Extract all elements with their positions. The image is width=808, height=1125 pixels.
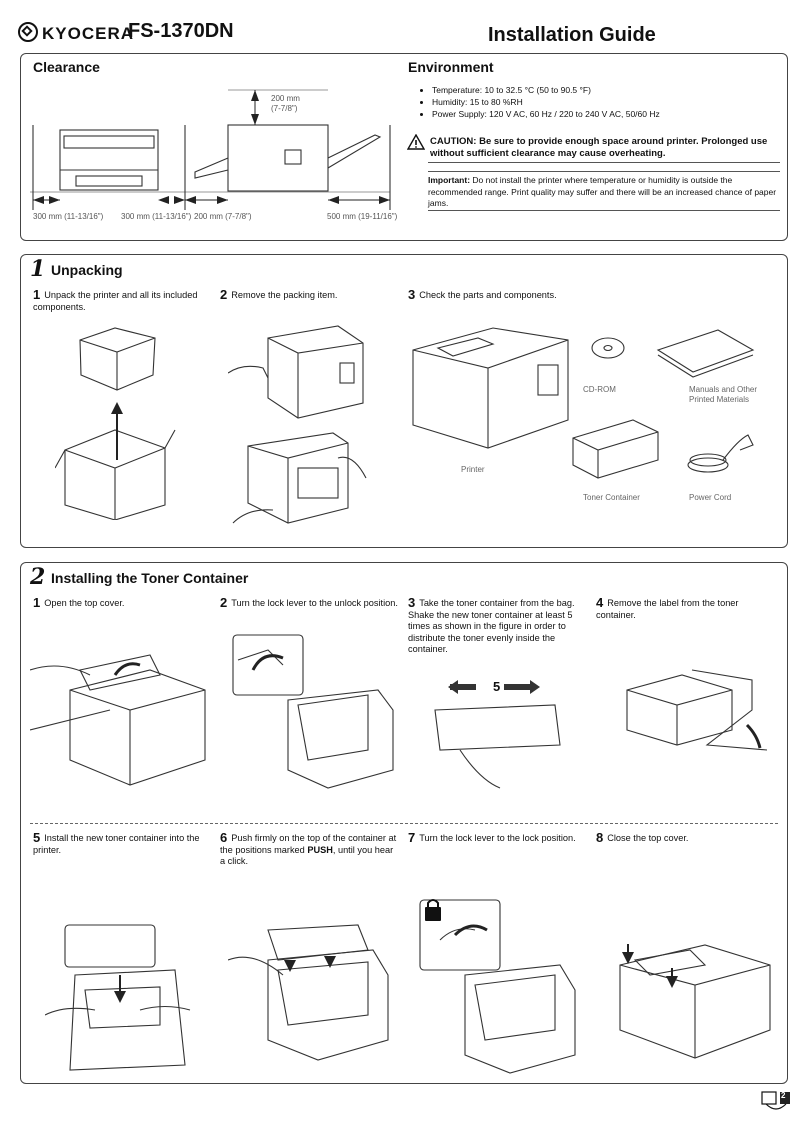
warning-icon	[407, 134, 425, 150]
important-text: Do not install the printer where tempera…	[428, 175, 777, 208]
environment-list: Temperature: 10 to 32.5 °C (50 to 90.5 °…	[422, 84, 792, 120]
important-note: Important: Do not install the printer wh…	[428, 175, 780, 210]
toner-install-title: Installing the Toner Container	[51, 570, 249, 586]
part-label-cd-rom: CD-ROM	[583, 385, 616, 394]
kyocera-logo: KYOCERA	[18, 22, 134, 44]
important-label: Important:	[428, 175, 471, 185]
env-temperature: Temperature: 10 to 32.5 °C (50 to 90.5 °…	[432, 84, 792, 96]
brand-name: KYOCERA	[42, 24, 135, 43]
lock-lever-illustration	[419, 899, 576, 1074]
parts-illustration	[412, 327, 755, 479]
page-badge: 2	[781, 1091, 786, 1100]
divider	[428, 162, 780, 163]
left-clearance-dim: 300 mm (11-13/16")	[33, 212, 104, 221]
front-clearance-dim: 500 mm (19-11/16")	[327, 212, 398, 221]
part-label-toner: Toner Container	[583, 493, 640, 502]
env-humidity: Humidity: 15 to 80 %RH	[432, 96, 792, 108]
unlock-lever-illustration	[232, 634, 394, 789]
toner-install-panel	[20, 562, 788, 1084]
divider	[428, 210, 780, 211]
part-label-printer: Printer	[461, 465, 485, 474]
divider	[30, 823, 778, 824]
unpacking-panel	[20, 254, 788, 548]
open-cover-illustration	[30, 654, 206, 786]
install-toner-illustration	[45, 924, 191, 1071]
packing-removal-illustration	[228, 325, 367, 524]
section-number: 2	[30, 564, 46, 590]
kyocera-mark-icon	[18, 22, 38, 42]
clearance-title: Clearance	[33, 59, 100, 75]
close-cover-illustration	[619, 944, 771, 1059]
top-clearance-dim: 200 mm	[271, 94, 300, 103]
clearance-illustration	[30, 89, 391, 210]
divider	[428, 171, 780, 172]
turn-page-icon	[761, 1091, 790, 1110]
caution-text: CAUTION: Be sure to provide enough space…	[430, 136, 768, 159]
section-number: 1	[30, 256, 46, 282]
clearance-environment-panel	[20, 53, 788, 241]
push-toner-illustration	[228, 924, 389, 1061]
top-clearance-dim-in: (7-7/8")	[271, 104, 298, 113]
guide-title: Installation Guide	[488, 24, 656, 46]
shake-toner-illustration	[434, 680, 561, 789]
shake-count: 5	[493, 679, 501, 694]
right-clearance-dim: 300 mm (11-13/16")	[121, 212, 192, 221]
remove-label-illustration	[626, 669, 768, 751]
environment-title: Environment	[408, 59, 494, 75]
part-label-power-cord: Power Cord	[689, 493, 732, 502]
part-label-manuals: Manuals and Other Printed Materials	[689, 385, 758, 404]
box-unpacking-illustration	[55, 327, 176, 520]
model-name: FS-1370DN	[128, 20, 234, 42]
unpacking-title: Unpacking	[51, 262, 123, 278]
rear-clearance-dim: 200 mm (7-7/8")	[194, 212, 252, 221]
env-power: Power Supply: 120 V AC, 60 Hz / 220 to 2…	[432, 108, 792, 120]
